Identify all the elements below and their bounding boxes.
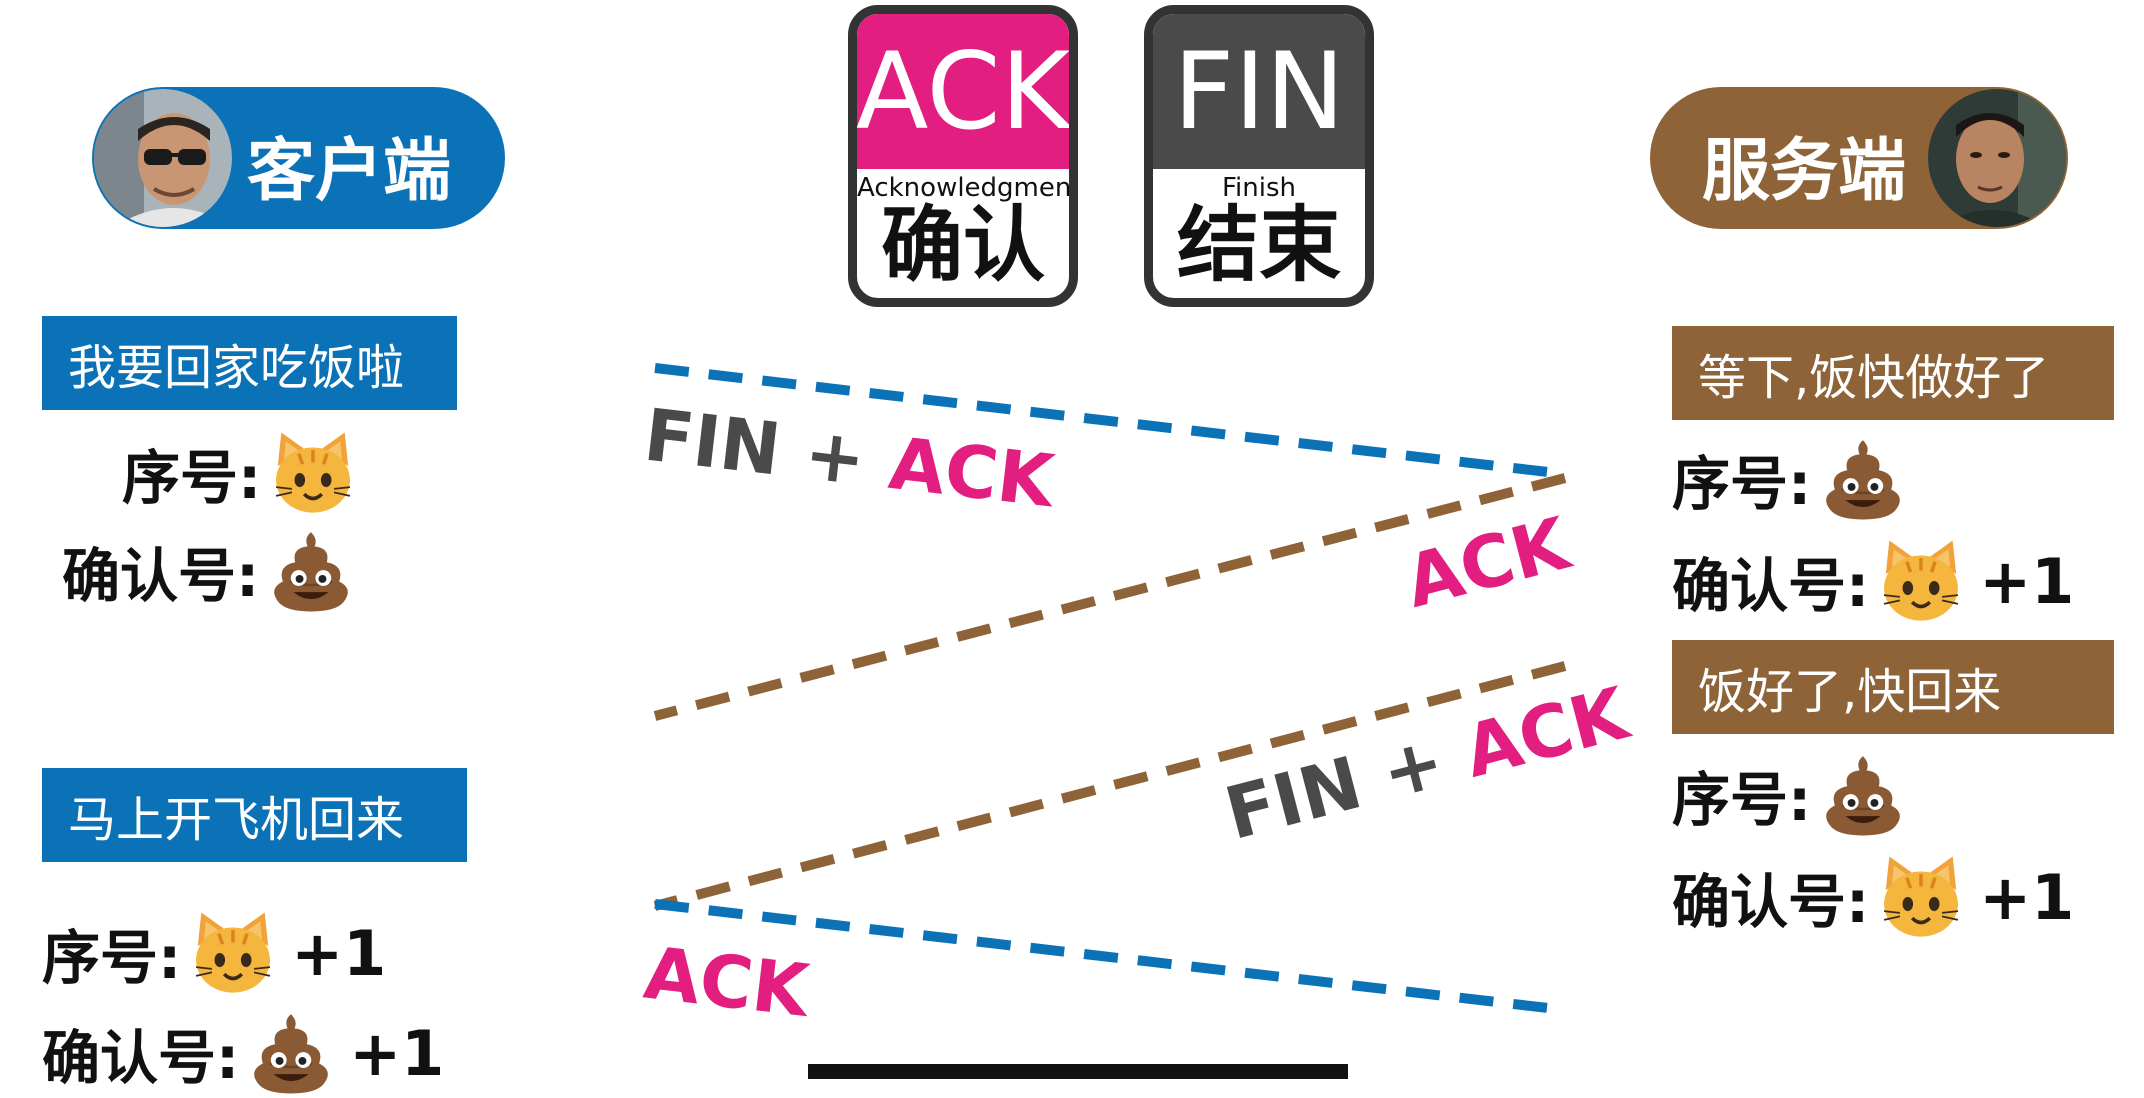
bottom-bar: [808, 1064, 1348, 1079]
